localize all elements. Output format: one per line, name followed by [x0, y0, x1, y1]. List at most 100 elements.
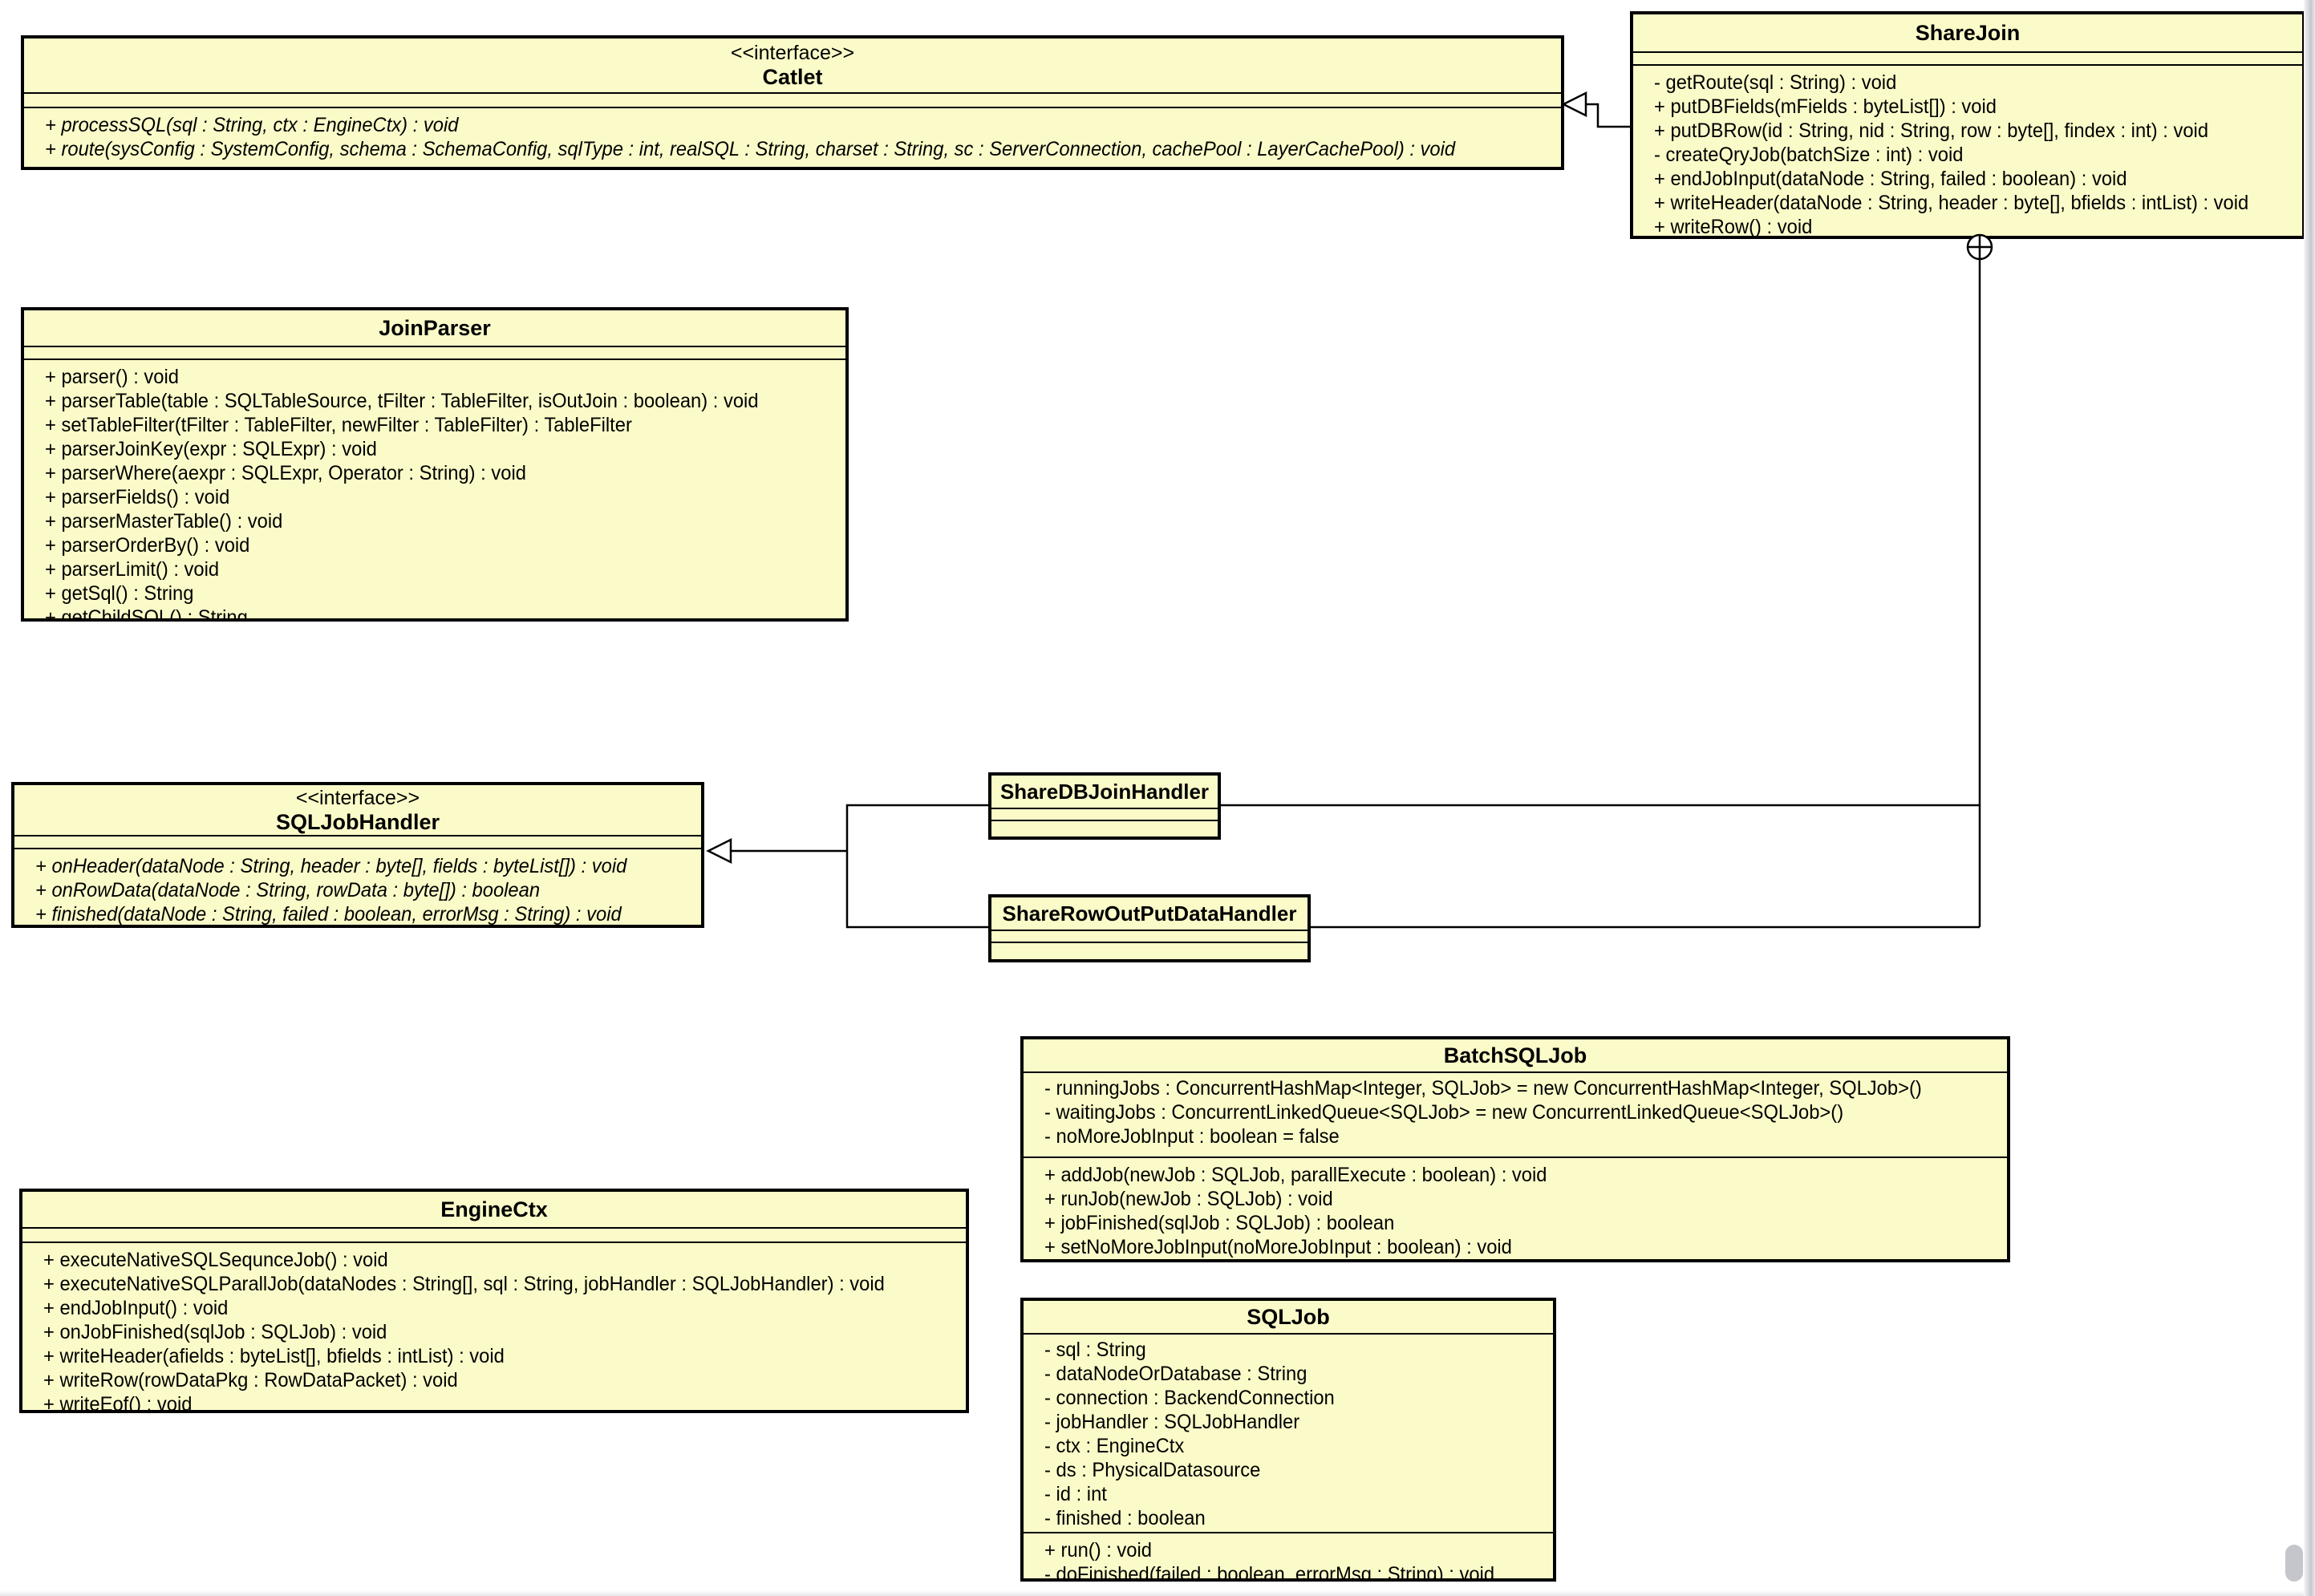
class-name: EngineCtx	[440, 1197, 548, 1221]
attributes-compartment	[24, 94, 1561, 108]
method-line: + onRowData(dataNode : String, rowData :…	[35, 879, 541, 901]
methods-compartment: + onHeader(dataNode : String, header : b…	[14, 849, 701, 926]
attribute-line: - finished : boolean	[1044, 1507, 1206, 1529]
method-line: + parserLimit() : void	[45, 558, 220, 581]
class-enginectx[interactable]: EngineCtx + executeNativeSQLSequnceJob()…	[19, 1189, 969, 1413]
method-line: + parserFields() : void	[45, 486, 230, 508]
window-bottom-edge	[0, 1590, 2315, 1596]
method-line: + addJob(newJob : SQLJob, parallExecute …	[1044, 1164, 1547, 1186]
class-name: SQLJob	[1247, 1304, 1330, 1329]
method-line: + parserOrderBy() : void	[45, 534, 250, 557]
methods-compartment: + run() : void- doFinished(failed : bool…	[1024, 1533, 1553, 1582]
method-line: + putDBRow(id : String, nid : String, ro…	[1654, 119, 2209, 142]
class-title: <<interface>> SQLJobHandler	[14, 785, 701, 836]
class-title: ShareRowOutPutDataHandler	[991, 897, 1308, 931]
class-title: BatchSQLJob	[1024, 1039, 2007, 1073]
methods-compartment: + addJob(newJob : SQLJob, parallExecute …	[1024, 1158, 2007, 1259]
methods-compartment: - getRoute(sql : String) : void+ putDBFi…	[1633, 66, 2302, 238]
class-name: SQLJobHandler	[275, 809, 440, 834]
class-name: JoinParser	[379, 315, 491, 340]
attribute-line: - noMoreJobInput : boolean = false	[1044, 1125, 1340, 1148]
method-line: + endJobInput() : void	[43, 1297, 229, 1319]
class-catlet[interactable]: <<interface>> Catlet + processSQL(sql : …	[21, 35, 1564, 170]
attribute-line: - sql : String	[1044, 1339, 1146, 1361]
scrollbar-thumb[interactable]	[2285, 1545, 2303, 1582]
method-line: + route(sysConfig : SystemConfig, schema…	[45, 138, 1456, 160]
class-name: Catlet	[762, 65, 823, 89]
class-sqljobhandler[interactable]: <<interface>> SQLJobHandler + onHeader(d…	[11, 782, 704, 928]
method-line: - getRoute(sql : String) : void	[1654, 71, 1897, 94]
class-title: SQLJob	[1024, 1301, 1553, 1335]
method-line: + parser() : void	[45, 366, 179, 388]
methods-compartment: + processSQL(sql : String, ctx : EngineC…	[24, 108, 1561, 167]
class-sharejoin[interactable]: ShareJoin - getRoute(sql : String) : voi…	[1630, 11, 2305, 239]
class-sqljob[interactable]: SQLJob - sql : String- dataNodeOrDatabas…	[1020, 1298, 1556, 1582]
attribute-line: - dataNodeOrDatabase : String	[1044, 1363, 1308, 1385]
method-line: + finished(dataNode : String, failed : b…	[35, 903, 622, 926]
attributes-compartment	[14, 836, 701, 849]
method-line: + writeHeader(afields : byteList[], bfie…	[43, 1345, 505, 1367]
method-line: + onHeader(dataNode : String, header : b…	[35, 855, 627, 877]
class-sharerowoutputdatahandler[interactable]: ShareRowOutPutDataHandler	[988, 894, 1311, 962]
method-line: + endJobInput(dataNode : String, failed …	[1654, 168, 2127, 190]
method-line: + writeRow() : void	[1654, 216, 1813, 238]
class-joinparser[interactable]: JoinParser + parser() : void+ parserTabl…	[21, 307, 849, 622]
method-line: - doFinished(failed : boolean, errorMsg …	[1044, 1563, 1495, 1582]
method-line: + jobFinished(sqlJob : SQLJob) : boolean	[1044, 1212, 1395, 1234]
method-line: + getSql() : String	[45, 582, 194, 605]
method-line: + writeRow(rowDataPkg : RowDataPacket) :…	[43, 1369, 458, 1391]
method-line: + parserTable(table : SQLTableSource, tF…	[45, 390, 759, 412]
methods-compartment: + executeNativeSQLSequnceJob() : void+ e…	[22, 1243, 966, 1413]
methods-compartment: + parser() : void+ parserTable(table : S…	[24, 360, 845, 622]
method-line: + executeNativeSQLSequnceJob() : void	[43, 1249, 388, 1271]
realization-handlers-to-sqljobhandler[interactable]	[706, 804, 988, 929]
method-line: + parserMasterTable() : void	[45, 510, 283, 533]
attribute-line: - ds : PhysicalDatasource	[1044, 1459, 1261, 1481]
methods-compartment	[991, 943, 1308, 959]
attribute-line: - runningJobs : ConcurrentHashMap<Intege…	[1044, 1077, 1922, 1100]
method-line: + parserJoinKey(expr : SQLExpr) : void	[45, 438, 377, 460]
window-right-edge	[2304, 0, 2315, 1596]
method-line: + writeHeader(dataNode : String, header …	[1654, 192, 2249, 214]
method-line: + writeEof() : void	[43, 1393, 193, 1413]
attributes-compartment	[22, 1229, 966, 1243]
attribute-line: - jobHandler : SQLJobHandler	[1044, 1411, 1300, 1433]
method-line: + putDBFields(mFields : byteList[]) : vo…	[1654, 95, 1997, 118]
attributes-compartment	[24, 347, 845, 360]
class-name: ShareDBJoinHandler	[999, 779, 1210, 804]
realization-sharejoin-to-catlet[interactable]	[1561, 91, 1630, 128]
class-title: ShareDBJoinHandler	[991, 776, 1218, 809]
attributes-compartment: - runningJobs : ConcurrentHashMap<Intege…	[1024, 1073, 2007, 1158]
class-name: ShareRowOutPutDataHandler	[1002, 901, 1297, 926]
attributes-compartment: - sql : String- dataNodeOrDatabase : Str…	[1024, 1335, 1553, 1533]
class-batchsqljob[interactable]: BatchSQLJob - runningJobs : ConcurrentHa…	[1020, 1036, 2010, 1262]
attribute-line: - id : int	[1044, 1483, 1107, 1505]
method-line: + getChildSQL() : String	[45, 606, 248, 622]
class-name: BatchSQLJob	[1443, 1043, 1587, 1067]
method-line: + parserWhere(aexpr : SQLExpr, Operator …	[45, 462, 526, 484]
class-sharedbjoinhandler[interactable]: ShareDBJoinHandler	[988, 772, 1221, 840]
attributes-compartment	[991, 809, 1218, 821]
hollow-triangle-icon	[1561, 91, 1587, 118]
hollow-triangle-icon	[706, 837, 732, 865]
method-line: - createQryJob(batchSize : int) : void	[1654, 144, 1964, 166]
methods-compartment	[991, 821, 1218, 836]
attribute-line: - waitingJobs : ConcurrentLinkedQueue<SQ…	[1044, 1101, 1844, 1124]
method-line: + runJob(newJob : SQLJob) : void	[1044, 1188, 1333, 1210]
class-title: JoinParser	[24, 310, 845, 347]
attribute-line: - ctx : EngineCtx	[1044, 1435, 1185, 1457]
attributes-compartment	[1633, 53, 2302, 66]
method-line: + onJobFinished(sqlJob : SQLJob) : void	[43, 1321, 387, 1343]
method-line: + setNoMoreJobInput(noMoreJobInput : boo…	[1044, 1236, 1512, 1258]
class-title: <<interface>> Catlet	[24, 38, 1561, 94]
attributes-compartment	[991, 931, 1308, 943]
containment-sharejoin-to-handlers[interactable]	[1221, 233, 1993, 929]
method-line: + executeNativeSQLParallJob(dataNodes : …	[43, 1273, 885, 1295]
class-name: ShareJoin	[1915, 20, 2021, 45]
method-line: + setTableFilter(tFilter : TableFilter, …	[45, 414, 632, 436]
class-title: EngineCtx	[22, 1192, 966, 1229]
attribute-line: - connection : BackendConnection	[1044, 1387, 1335, 1409]
method-line: + run() : void	[1044, 1539, 1152, 1562]
class-title: ShareJoin	[1633, 14, 2302, 53]
stereotype-label: <<interface>>	[295, 786, 420, 809]
